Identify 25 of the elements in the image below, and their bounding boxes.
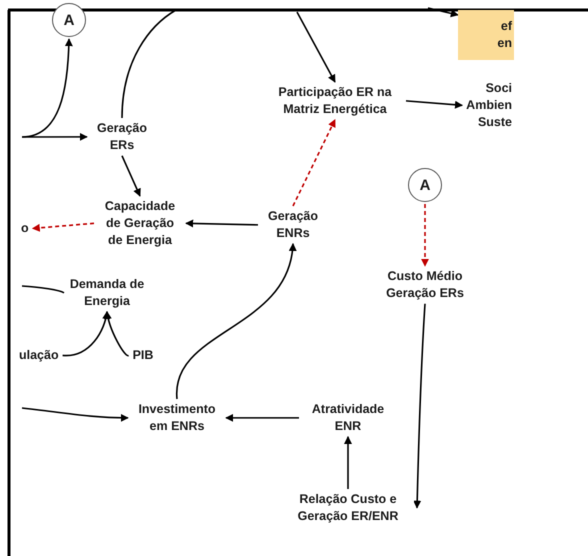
connector-line	[22, 285, 64, 294]
arrow	[428, 7, 459, 18]
highlight-box	[458, 10, 514, 60]
arrow	[225, 414, 299, 422]
arrow	[121, 155, 141, 197]
connector-circle	[408, 168, 442, 202]
arrow	[413, 304, 426, 509]
connector-letter: A	[420, 176, 430, 194]
arrow	[296, 12, 336, 83]
dashed-arrow	[32, 222, 94, 232]
arrow	[406, 100, 463, 109]
dashed-arrow	[292, 119, 336, 206]
variable-label: ulação	[18, 347, 60, 364]
arrow	[176, 242, 296, 400]
connector-line	[121, 9, 176, 118]
arrow	[104, 310, 129, 356]
highlight-text: ef en	[497, 18, 512, 52]
arrow	[22, 132, 88, 141]
dashed-arrow	[421, 204, 429, 267]
arrow	[185, 219, 258, 228]
connector-circle	[52, 3, 86, 37]
connector-letter: A	[64, 12, 74, 28]
arrow	[22, 407, 129, 422]
arrow	[62, 310, 110, 356]
arrow	[344, 436, 352, 489]
